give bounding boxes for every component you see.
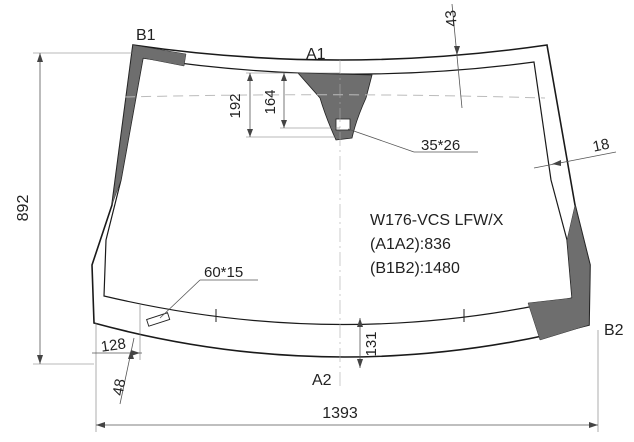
- dim-width-total: 1393: [322, 405, 358, 422]
- dim-height-total: 892: [15, 195, 32, 222]
- dim-sensor-inner: 164: [262, 89, 279, 114]
- info-a1a2: (A1A2):836: [370, 236, 451, 253]
- info-b1b2: (B1B2):1480: [370, 260, 460, 277]
- vin-window: [146, 312, 171, 327]
- dim-vin-window: 60*15: [204, 264, 243, 281]
- point-label-a1: A1: [306, 46, 326, 63]
- dim-bottom-left-vertical: 48: [110, 378, 130, 397]
- point-label-a2: A2: [312, 372, 332, 389]
- ceramic-band-top-left: [111, 44, 187, 206]
- point-label-b2: B2: [604, 322, 624, 339]
- shade-band-line: [124, 94, 546, 99]
- dim-bottom-left-horizontal: 128: [100, 335, 127, 355]
- dim-top-edge: 43: [442, 9, 460, 27]
- info-model: W176-VCS LFW/X: [370, 212, 504, 229]
- dim-sensor-outer: 192: [227, 93, 244, 118]
- sensor-area: [297, 72, 373, 141]
- dim-sensor-cutout: 35*26: [421, 137, 460, 154]
- dim-side-edge: 18: [591, 136, 611, 156]
- point-label-b1: B1: [136, 27, 156, 44]
- ceramic-band-bottom-right: [527, 204, 591, 341]
- sensor-cutout: [335, 118, 351, 131]
- dim-bottom-center: 131: [363, 331, 380, 356]
